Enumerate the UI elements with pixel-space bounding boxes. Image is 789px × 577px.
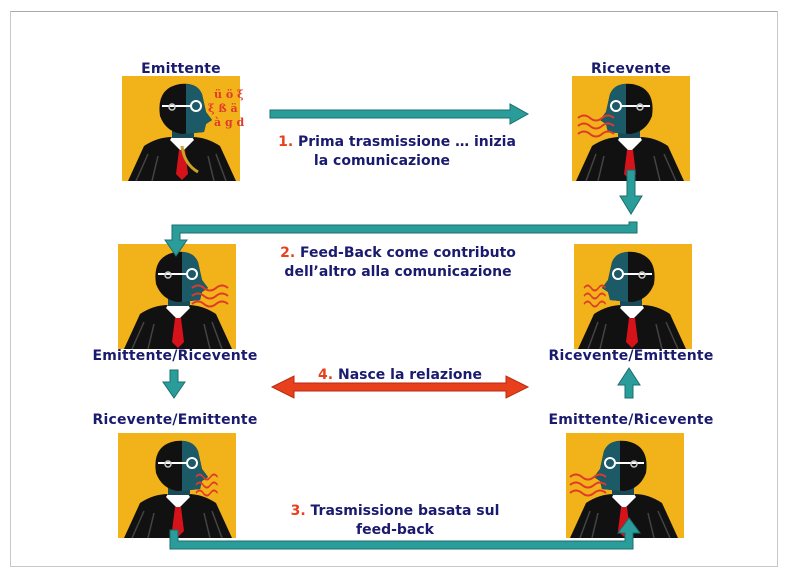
label-ricevente-emittente-bottom: Ricevente/Emittente — [92, 412, 258, 428]
person-image-top-right — [572, 76, 690, 181]
step-1-text: 1. Prima trasmissione … inizia la comuni… — [262, 133, 532, 171]
label-emittente-ricevente-bottom: Emittente/Ricevente — [548, 412, 714, 428]
svg-text:ü ö ξ: ü ö ξ — [214, 88, 244, 101]
person-image-bottom-left — [117, 432, 237, 539]
step-2-line1: Feed-Back come contributo — [300, 245, 516, 261]
person-image-mid-right — [574, 244, 692, 349]
step-3-number: 3. — [290, 503, 306, 519]
step-1-number: 1. — [278, 134, 294, 150]
step-2-line2: dell’altro alla comunicazione — [284, 264, 512, 280]
step-4-line1: Nasce la relazione — [337, 367, 482, 383]
step-3-line2: feed-back — [356, 522, 434, 538]
step-4-number: 4. — [318, 367, 334, 383]
arrow-3-feedback-based — [169, 517, 641, 550]
step-2-number: 2. — [280, 245, 296, 261]
label-emittente-top: Emittente — [141, 61, 221, 77]
svg-text:à g d: à g d — [214, 116, 244, 129]
step-2-text: 2. Feed-Back come contributo dell’altro … — [248, 244, 548, 282]
label-emittente-ricevente-mid: Emittente/Ricevente — [92, 348, 258, 364]
svg-text:ξ ß ä: ξ ß ä — [208, 102, 238, 115]
arrow-down-right — [619, 169, 643, 215]
arrow-down-left — [162, 369, 186, 399]
person-image-mid-left — [117, 243, 237, 350]
step-4-text: 4. Nasce la relazione — [290, 366, 510, 385]
arrow-1-transmission — [269, 103, 530, 125]
person-image-top-left: ü ö ξ ξ ß ä à g d — [121, 75, 244, 182]
arrow-4-relationship — [270, 375, 530, 399]
step-3-text: 3. Trasmissione basata sul feed-back — [260, 502, 530, 540]
person-image-bottom-right — [566, 433, 684, 538]
step-3-line1: Trasmissione basata sul — [310, 503, 500, 519]
arrow-2-feedback — [164, 221, 638, 257]
arrow-up-right — [617, 367, 641, 399]
diagram-frame — [10, 11, 778, 567]
step-1-line2: la comunicazione — [313, 153, 451, 169]
label-ricevente-top: Ricevente — [591, 61, 671, 77]
label-ricevente-emittente-mid: Ricevente/Emittente — [548, 348, 714, 364]
step-1-line1: Prima trasmissione … inizia — [298, 134, 516, 150]
